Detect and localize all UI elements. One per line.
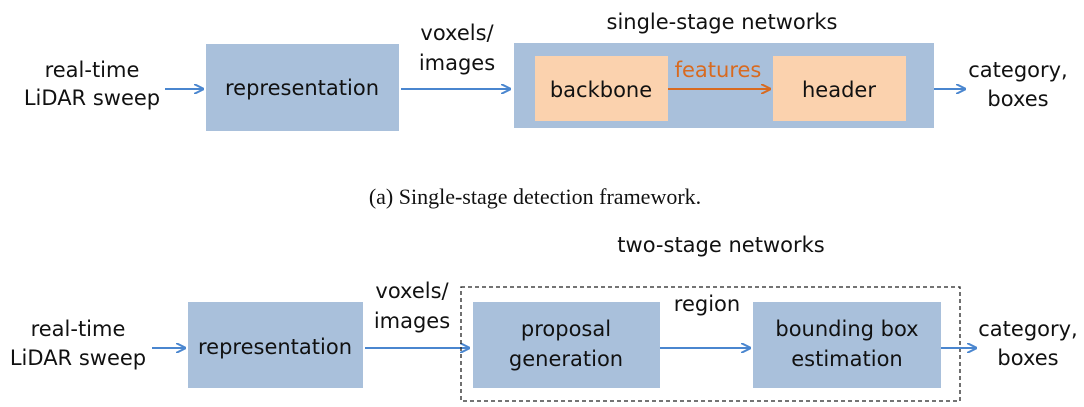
proposal-generation-block [473,302,660,388]
single-intermediate-label-line2: images [419,51,495,75]
two-group-title: two-stage networks [617,233,824,257]
header-block [773,56,906,121]
bbox-label-line1: bounding box [775,317,918,341]
features-label: features [675,58,762,82]
header-label: header [802,78,876,102]
single-group-title: single-stage networks [607,10,838,34]
two-representation-label: representation [198,335,352,359]
two-intermediate-label-line2: images [374,309,450,333]
single-input-label-line1: real-time [45,58,140,82]
backbone-label: backbone [550,78,652,102]
single-representation-block [206,44,399,131]
single-representation-label: representation [225,76,379,100]
single-output-label-line2: boxes [987,87,1048,111]
two-output-label-line2: boxes [997,346,1058,370]
single-output-label-line1: category, [968,58,1067,82]
single-stage-caption: (a) Single-stage detection framework. [369,184,701,209]
two-stage-framework: two-stage networks real-time LiDAR sweep… [10,233,1078,402]
region-label: region [674,292,740,316]
bounding-box-estimation-block [753,302,941,388]
two-input-label-line1: real-time [31,317,126,341]
two-stage-network-container [460,286,961,402]
proposal-label-line2: generation [509,347,623,371]
two-representation-block [188,302,363,388]
two-input-label-line2: LiDAR sweep [10,346,146,370]
single-input-label-line2: LiDAR sweep [24,86,160,110]
bbox-label-line2: estimation [791,347,902,371]
two-intermediate-label-line1: voxels/ [375,279,449,303]
proposal-label-line1: proposal [521,317,611,341]
backbone-block [535,56,668,121]
two-output-label-line1: category, [978,317,1077,341]
single-intermediate-label-line1: voxels/ [420,21,494,45]
single-stage-framework: real-time LiDAR sweep representation vox… [24,10,1068,209]
